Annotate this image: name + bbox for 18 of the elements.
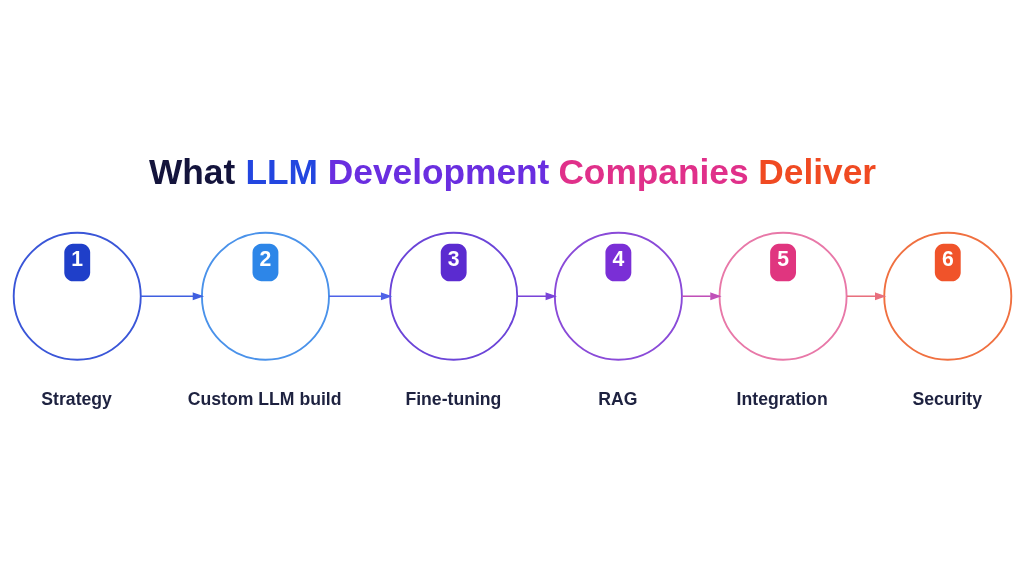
node-label: Fine-tuning bbox=[404, 389, 501, 410]
node-label: Security bbox=[911, 389, 982, 410]
arrow bbox=[139, 292, 204, 301]
diagram-title: What LLM Development Companies Deliver bbox=[148, 152, 876, 192]
node-label: Custom LLM build bbox=[187, 389, 342, 410]
node-label: RAG bbox=[597, 389, 638, 410]
node-circle: 3 bbox=[388, 231, 518, 361]
node-label: Strategy bbox=[40, 389, 112, 410]
arrow bbox=[327, 292, 392, 301]
node-label: Integration bbox=[736, 389, 828, 410]
node-circle: 1 bbox=[12, 231, 142, 361]
node-circle: 2 bbox=[200, 231, 330, 361]
node-circle: 5 bbox=[718, 231, 848, 361]
arrow bbox=[516, 292, 557, 301]
node-circle: 6 bbox=[882, 231, 1012, 361]
arrow bbox=[681, 292, 722, 301]
arrow bbox=[845, 292, 886, 301]
node-circle: 4 bbox=[553, 231, 683, 361]
